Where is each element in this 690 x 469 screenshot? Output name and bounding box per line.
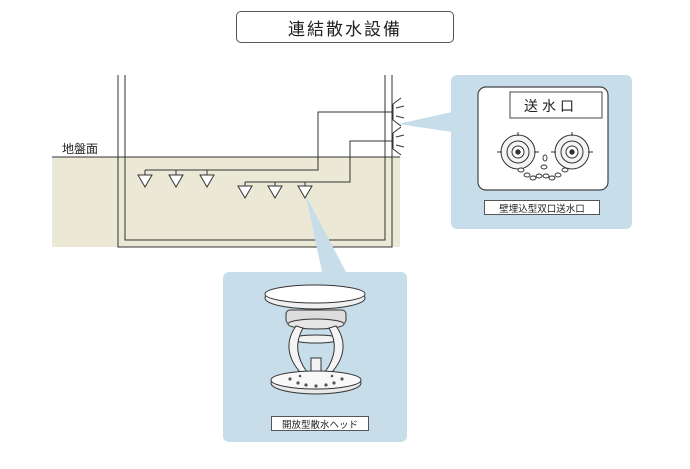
deflector-slots bbox=[288, 374, 344, 388]
head-callout-pointer bbox=[306, 196, 346, 272]
inlet-symbol bbox=[392, 126, 405, 156]
inlet-symbol bbox=[392, 97, 405, 127]
pipe-network bbox=[144, 111, 393, 186]
inlet-coupling-right bbox=[551, 132, 593, 170]
inlet-nameplate bbox=[509, 91, 603, 119]
sprinkler-head-symbols bbox=[137, 174, 313, 199]
inlet-caption: 壁埋込型双口送水口 bbox=[484, 200, 600, 215]
ground-area bbox=[52, 157, 400, 247]
open-sprinkler-head-illustration bbox=[264, 284, 366, 395]
head-caption: 開放型散水ヘッド bbox=[271, 416, 369, 431]
twin-inlet-illustration bbox=[477, 86, 609, 191]
head-symbol bbox=[137, 174, 153, 188]
inlet-coupling-left bbox=[497, 132, 539, 170]
head-callout-panel bbox=[223, 272, 407, 442]
inlet-plate-text: 送水口 bbox=[524, 99, 578, 115]
head-symbol bbox=[267, 185, 283, 199]
head-symbol bbox=[237, 185, 253, 199]
building-outline bbox=[117, 75, 393, 248]
diagram-title: 連結散水設備 bbox=[236, 11, 454, 43]
head-symbol bbox=[297, 185, 313, 199]
ground-level-label: 地盤面 bbox=[62, 142, 99, 156]
inlet-callout-pointer bbox=[398, 112, 452, 132]
head-symbol bbox=[199, 174, 215, 188]
inlet-wall-symbols bbox=[392, 97, 405, 156]
inlet-cap-chain bbox=[517, 154, 569, 181]
head-symbol bbox=[168, 174, 184, 188]
